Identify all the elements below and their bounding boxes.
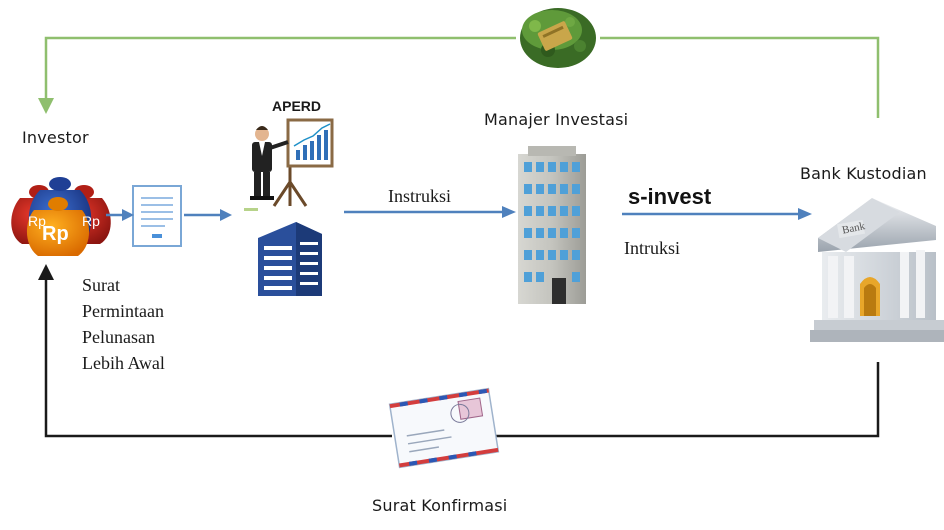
intruksi-label: Intruksi [624, 238, 680, 258]
bottom-loop-arrowhead [38, 264, 54, 280]
office-building-icon [258, 222, 322, 296]
request-line-4: Lebih Awal [82, 353, 165, 373]
bank-kustodian-label: Bank Kustodian [800, 164, 927, 183]
top-loop-arrowhead [38, 98, 54, 114]
bag-label-left: Rp [28, 213, 46, 229]
request-line-1: Surat [82, 275, 120, 295]
bank-building-icon: Bank [810, 198, 944, 342]
aperd-label: APERD [272, 98, 322, 114]
presenter-icon [244, 118, 334, 211]
bag-label-right: Rp [82, 213, 100, 229]
money-bags-icon: Rp Rp Rp [11, 177, 111, 256]
bank-sign: Bank [841, 220, 867, 237]
skyscraper-icon [518, 146, 586, 304]
surat-konfirmasi-label: Surat Konfirmasi [372, 496, 508, 515]
request-line-3: Pelunasan [82, 327, 155, 347]
request-line-2: Permintaan [82, 301, 164, 321]
top-loop-arrow [44, 36, 880, 118]
instruksi-label: Instruksi [388, 186, 451, 206]
investor-label: Investor [22, 128, 89, 147]
bag-label-center: Rp [42, 223, 69, 245]
envelope-icon [388, 387, 500, 469]
document-icon [132, 185, 182, 247]
manajer-investasi-label: Manajer Investasi [484, 110, 629, 129]
bottom-loop-arrow [44, 278, 880, 438]
globe-icon [520, 8, 596, 68]
flow-arrows [106, 206, 812, 221]
s-invest-label: s-invest [628, 184, 712, 209]
